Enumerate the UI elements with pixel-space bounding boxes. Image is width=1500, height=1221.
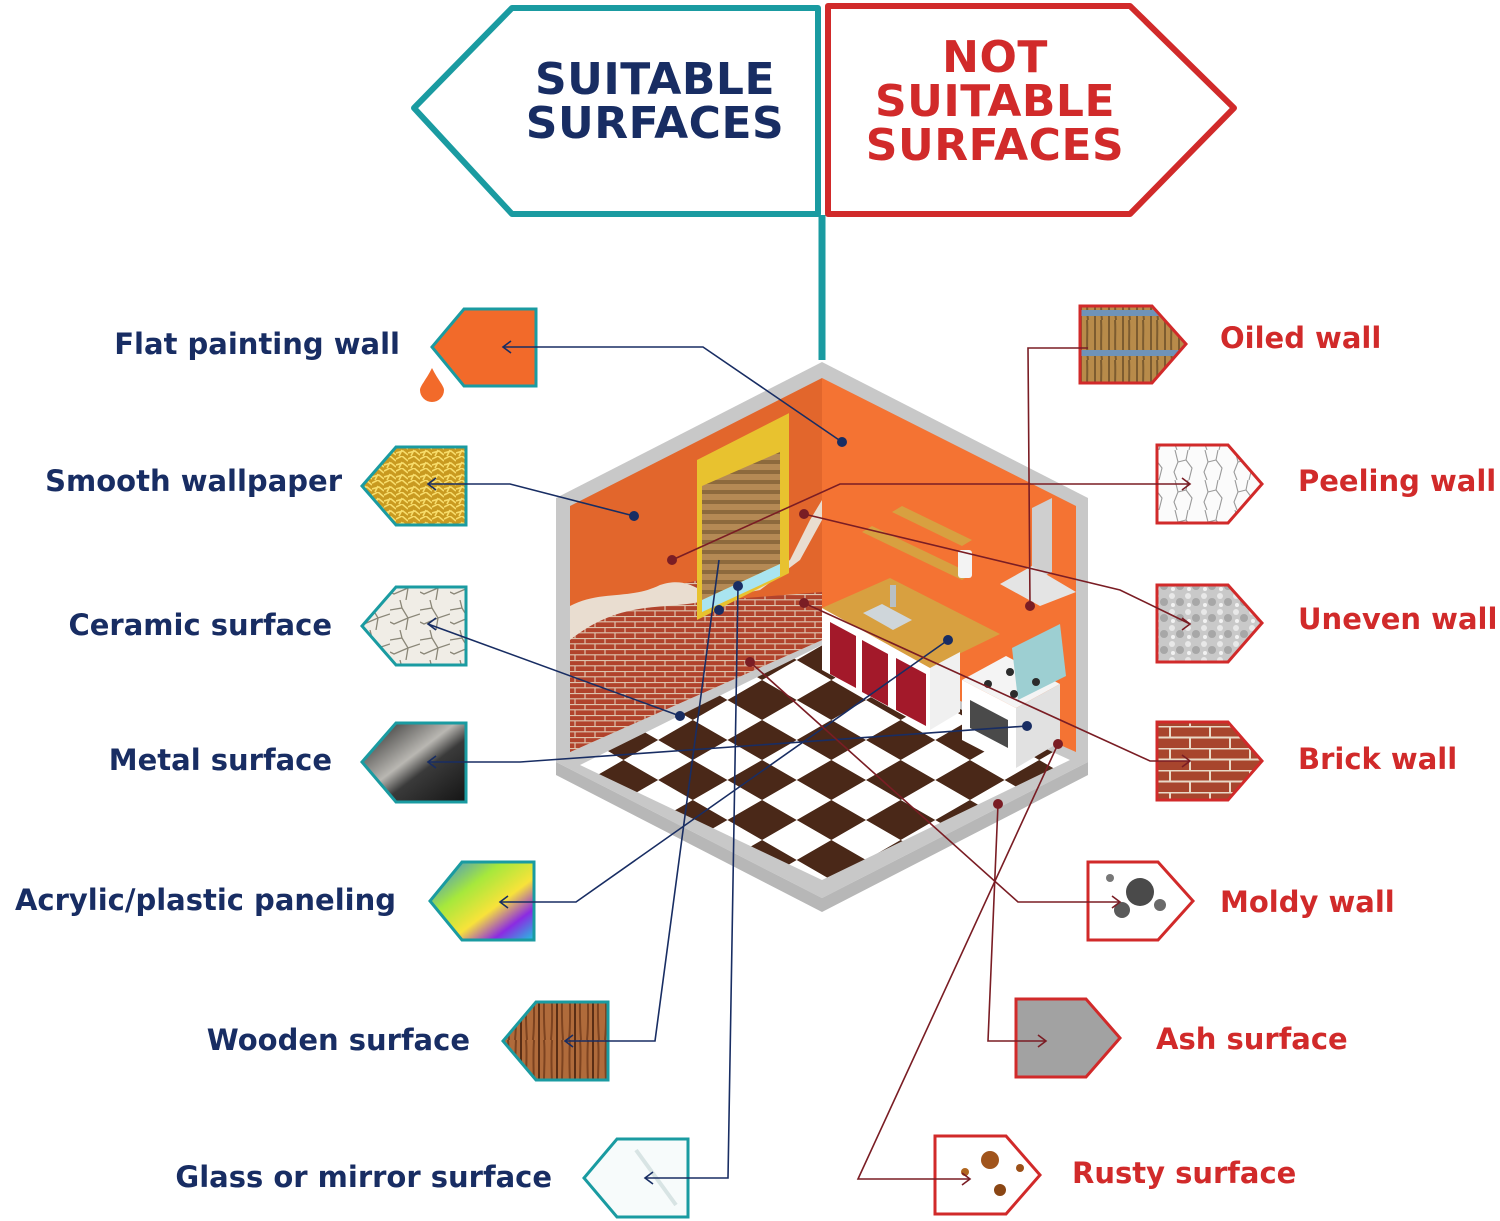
label-ceramic-surface: Ceramic surface	[68, 608, 332, 642]
suitable-line-2: SURFACES	[525, 98, 785, 149]
wallpaper-swatch	[360, 445, 468, 527]
brick-wall-swatch	[1155, 720, 1264, 802]
label-brick-wall: Brick wall	[1298, 742, 1458, 776]
ash-swatch	[1014, 997, 1122, 1079]
not-suitable-line-3: SURFACES	[865, 120, 1125, 171]
window-blind	[702, 452, 780, 600]
label-wooden-surface: Wooden surface	[206, 1023, 470, 1057]
suitable-sign-title: SUITABLE SURFACES	[500, 58, 810, 146]
countertop	[822, 578, 1000, 668]
suitable-sign	[411, 5, 821, 217]
label-oiled-wall: Oiled wall	[1220, 321, 1382, 355]
not-suitable-sign-title: NOT SUITABLE SURFACES	[845, 36, 1145, 168]
suitable-swatches	[360, 307, 690, 1219]
label-uneven-wall: Uneven wall	[1298, 602, 1498, 636]
suitable-line-1: SUITABLE	[534, 54, 776, 105]
label-smooth-wallpaper: Smooth wallpaper	[45, 464, 342, 498]
not-suitable-line-1: NOT	[942, 32, 1048, 83]
glass-swatch	[582, 1137, 690, 1219]
not-suitable-sign	[825, 3, 1237, 217]
not-suitable-arrowheads	[961, 477, 1192, 1186]
label-glass-mirror-surface: Glass or mirror surface	[175, 1160, 552, 1194]
suitable-leaders	[427, 346, 1028, 1179]
not-suitable-leaders	[671, 347, 1191, 1180]
flat-paint-swatch	[430, 307, 538, 388]
stove	[962, 656, 1060, 708]
label-peeling-wall: Peeling wall	[1298, 464, 1497, 498]
exposed-brick	[570, 580, 822, 752]
not-suitable-line-2: SUITABLE	[874, 76, 1116, 127]
room-illustration	[556, 362, 1088, 912]
uneven-wall-swatch	[1155, 583, 1265, 664]
label-rusty-surface: Rusty surface	[1072, 1156, 1297, 1190]
ceramic-swatch	[360, 585, 468, 667]
rusty-swatch	[933, 1134, 1042, 1216]
label-flat-painting-wall: Flat painting wall	[114, 327, 400, 361]
label-metal-surface: Metal surface	[108, 743, 332, 777]
metal-swatch	[360, 721, 468, 804]
oiled-wall-swatch	[1078, 304, 1189, 385]
not-suitable-swatches	[933, 304, 1265, 1216]
suitable-anchors	[629, 437, 1032, 731]
label-moldy-wall: Moldy wall	[1220, 885, 1395, 919]
wall-shelf	[862, 526, 972, 580]
range-hood	[1032, 498, 1052, 582]
suitable-arrowheads	[426, 340, 654, 1185]
label-ash-surface: Ash surface	[1156, 1022, 1348, 1056]
label-acrylic-plastic-paneling: Acrylic/plastic paneling	[14, 883, 396, 917]
wood-swatch	[501, 1000, 610, 1082]
acrylic-swatch	[428, 860, 536, 942]
not-suitable-anchors	[667, 509, 1063, 809]
peeling-wall-swatch	[1155, 443, 1264, 525]
